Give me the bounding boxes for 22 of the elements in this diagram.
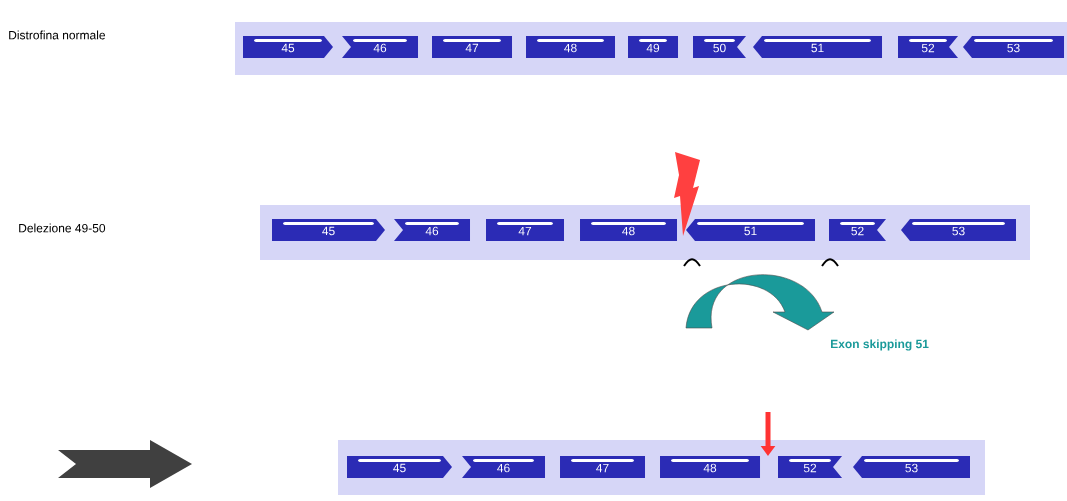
exon-box: 46 [462,456,545,478]
row-label: Exon skipping 51 [831,339,929,351]
exon-box: 50 [693,36,746,58]
exon-box: 45 [347,456,452,478]
exon-box: 48 [580,219,677,241]
exon-box: 53 [853,456,970,478]
exon-box: 51 [686,219,815,241]
exon-box: 52 [829,219,886,241]
exon-box: 45 [272,219,385,241]
exon-box: 53 [901,219,1016,241]
exon-box: 48 [660,456,760,478]
row-label: Distrofina normale [9,30,105,40]
exon-box: 47 [560,456,645,478]
exon-box: 47 [432,36,512,58]
exon-box: 52 [778,456,842,478]
row-label: Delezione 49-50 [19,223,106,233]
exon-box: 52 [898,36,958,58]
exon-box: 46 [394,219,470,241]
exon-box: 49 [628,36,678,58]
exon-box: 48 [526,36,615,58]
exon-box: 47 [486,219,564,241]
exon-box: 46 [342,36,418,58]
